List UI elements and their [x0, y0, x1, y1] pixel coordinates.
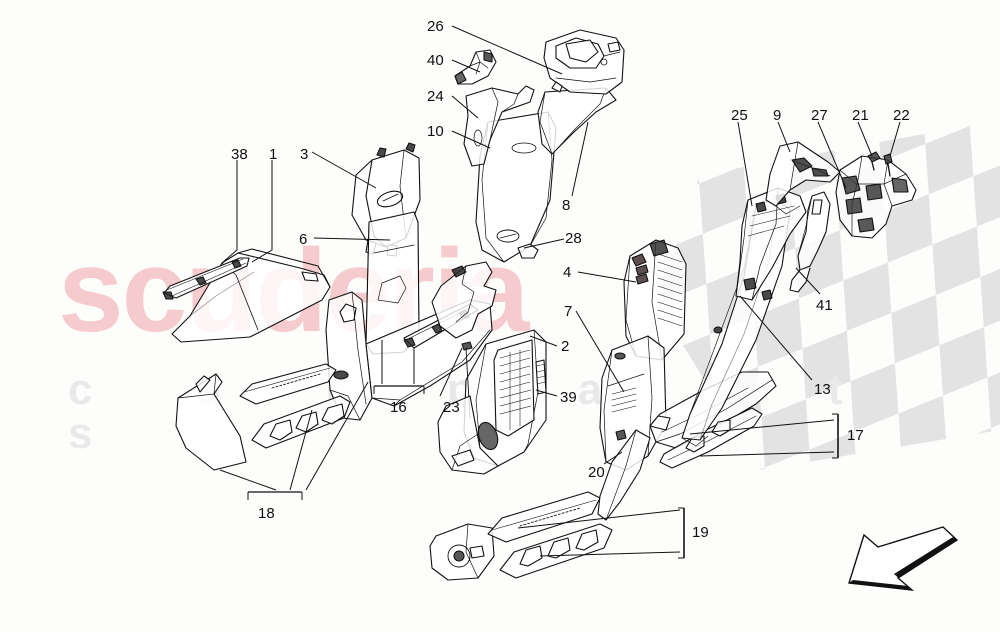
callout-9[interactable]: 9 — [773, 107, 782, 124]
part-19-sill-trim-lower — [499, 523, 613, 579]
callout-16[interactable]: 16 — [390, 399, 407, 416]
callout-21[interactable]: 21 — [852, 107, 869, 124]
part-25-rear-quarter-inner — [735, 187, 807, 301]
leader-23 — [439, 347, 463, 397]
part-1-a-pillar-trim — [171, 248, 331, 343]
part-40-small-bracket — [454, 49, 497, 85]
leader-17b — [699, 451, 835, 457]
leader-28 — [523, 238, 565, 249]
part-18-sill-trim-lower — [251, 395, 351, 449]
callout-8[interactable]: 8 — [562, 197, 571, 214]
callout-27[interactable]: 27 — [811, 107, 828, 124]
leader-4 — [577, 271, 637, 283]
leader-18c — [305, 381, 369, 491]
part-26-retractor-bracket — [543, 29, 625, 95]
leader-lines — [219, 25, 901, 559]
leader-18b — [289, 409, 313, 491]
callout-4[interactable]: 4 — [563, 264, 572, 281]
leader-1 — [251, 160, 273, 263]
part-41-side-support-clip — [789, 191, 831, 293]
leader-40 — [451, 59, 481, 73]
callout-39[interactable]: 39 — [560, 389, 577, 406]
callout-41[interactable]: 41 — [816, 297, 833, 314]
leader-24 — [451, 95, 479, 119]
leader-7 — [575, 310, 625, 393]
leader-20 — [603, 451, 623, 465]
part-2-trim-carrier — [463, 329, 547, 467]
part-2-carrier-skirt — [437, 395, 499, 475]
leader-13 — [739, 295, 813, 381]
leader-19a — [517, 509, 681, 529]
part-22-bolt-fastener — [883, 153, 893, 177]
part-18-sill-trim-upper — [239, 363, 337, 405]
leader-41 — [795, 267, 821, 295]
callout-13[interactable]: 13 — [814, 381, 831, 398]
leader-27 — [817, 121, 847, 189]
callout-22[interactable]: 22 — [893, 107, 910, 124]
part-21-screw-fastener — [867, 151, 881, 171]
part-9-rear-wheel-arch-trim — [765, 141, 841, 215]
callout-28[interactable]: 28 — [565, 230, 582, 247]
leader-9 — [777, 121, 791, 153]
orientation-arrow — [848, 526, 959, 591]
leader-3 — [311, 151, 377, 189]
leader-17a — [689, 419, 835, 435]
leader-21 — [857, 121, 873, 157]
callout-2[interactable]: 2 — [561, 338, 570, 355]
callout-10[interactable]: 10 — [427, 123, 444, 140]
leader-39 — [535, 389, 558, 397]
callout-26[interactable]: 26 — [427, 18, 444, 35]
part-38-trim-rail — [162, 257, 250, 300]
callout-25[interactable]: 25 — [731, 107, 748, 124]
callout-38[interactable]: 38 — [231, 146, 248, 163]
leader-38 — [221, 160, 238, 264]
leader-10 — [451, 130, 491, 149]
leader-6 — [313, 237, 391, 241]
leader-8 — [571, 121, 589, 197]
part-4-b-pillar-upper-frame — [623, 239, 687, 361]
callout-18[interactable]: 18 — [258, 505, 275, 522]
leader-26 — [451, 25, 563, 75]
leader-25 — [737, 121, 753, 207]
part-28-trim-clip — [517, 243, 539, 259]
callout-20[interactable]: 20 — [588, 464, 605, 481]
leader-19b — [539, 551, 681, 557]
callout-23[interactable]: 23 — [443, 399, 460, 416]
callout-40[interactable]: 40 — [427, 52, 444, 69]
callout-1[interactable]: 1 — [269, 146, 278, 163]
callout-19[interactable]: 19 — [692, 524, 709, 541]
callout-3[interactable]: 3 — [300, 146, 309, 163]
callout-7[interactable]: 7 — [564, 303, 573, 320]
leader-22 — [889, 121, 901, 157]
part-16-arch-panel — [431, 261, 497, 339]
leader-2 — [529, 335, 558, 347]
part-24-support-bracket — [463, 85, 535, 167]
callout-6[interactable]: 6 — [299, 231, 308, 248]
part-19-rear-sill-endcap — [429, 523, 495, 581]
part-20-lower-pillar-cover — [597, 429, 651, 521]
callout-17[interactable]: 17 — [847, 427, 864, 444]
part-16-lower-structure — [325, 291, 373, 421]
part-18-front-sill-assembly — [175, 373, 247, 471]
leader-18a — [219, 469, 277, 491]
callout-24[interactable]: 24 — [427, 88, 444, 105]
